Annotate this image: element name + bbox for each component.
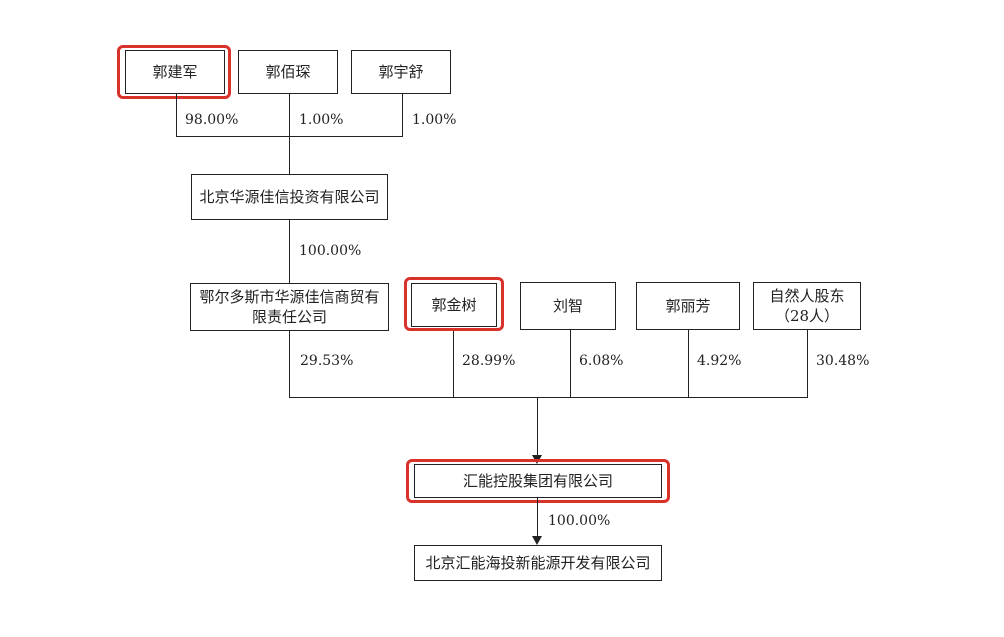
pct-guo-lifang: 4.92%: [697, 353, 742, 369]
pct-guo-jianjun: 98.00%: [185, 112, 239, 128]
connector: [176, 94, 177, 136]
node-label-line1: 鄂尔多斯市华源佳信商贸有: [199, 288, 380, 306]
node-liu-zhi: 刘智: [520, 282, 616, 330]
highlight-huineng-group: [406, 459, 670, 503]
node-label: 郭建军: [152, 63, 198, 81]
node-guo-yushu: 郭宇舒: [351, 50, 451, 94]
connector: [176, 136, 403, 137]
node-eerduosi: 鄂尔多斯市华源佳信商贸有 限责任公司: [190, 283, 389, 331]
pct-guo-baichen: 1.00%: [299, 112, 344, 128]
node-natural-shareholders: 自然人股东 （28人）: [753, 282, 861, 330]
connector: [289, 331, 290, 397]
arrow-head: [532, 536, 542, 545]
pct-eerduosi: 29.53%: [300, 353, 354, 369]
connector: [537, 397, 538, 456]
connector: [688, 330, 689, 397]
pct-guo-jinshu: 28.99%: [462, 353, 516, 369]
connector: [807, 330, 808, 397]
pct-natural: 30.48%: [816, 353, 870, 369]
node-label-line2: （28人）: [774, 307, 840, 325]
node-label: 汇能控股集团有限公司: [462, 472, 613, 490]
highlight-guo-jianjun: [117, 45, 231, 99]
node-beijing-huayuan: 北京华源佳信投资有限公司: [191, 174, 388, 220]
pct-guo-yushu: 1.00%: [412, 112, 457, 128]
node-label-line2: 限责任公司: [251, 308, 327, 326]
node-label: 郭佰琛: [265, 63, 311, 81]
connector: [570, 330, 571, 397]
node-label: 北京华源佳信投资有限公司: [199, 188, 380, 206]
node-label: 郭丽芳: [665, 297, 711, 315]
node-label: 郭宇舒: [378, 63, 424, 81]
node-label: 郭金树: [431, 296, 477, 314]
node-label: 刘智: [552, 297, 583, 315]
connector: [402, 94, 403, 136]
node-guo-baichen: 郭佰琛: [238, 50, 338, 94]
node-beijing-huineng: 北京汇能海投新能源开发有限公司: [414, 545, 662, 581]
pct-liu-zhi: 6.08%: [579, 353, 624, 369]
connector: [453, 331, 454, 397]
connector: [289, 397, 808, 398]
connector: [537, 498, 538, 537]
highlight-guo-jinshu: [404, 277, 504, 331]
node-guo-jinshu: 郭金树: [411, 283, 497, 327]
connector: [289, 220, 290, 283]
pct-huineng-group: 100.00%: [548, 513, 611, 529]
connector: [289, 94, 290, 174]
pct-beijing-huayuan: 100.00%: [299, 243, 362, 259]
node-label-line1: 自然人股东: [769, 287, 845, 305]
node-huineng-group: 汇能控股集团有限公司: [414, 464, 662, 498]
node-label: 北京汇能海投新能源开发有限公司: [425, 554, 651, 572]
node-guo-jianjun: 郭建军: [125, 50, 225, 94]
node-guo-lifang: 郭丽芳: [636, 282, 740, 330]
